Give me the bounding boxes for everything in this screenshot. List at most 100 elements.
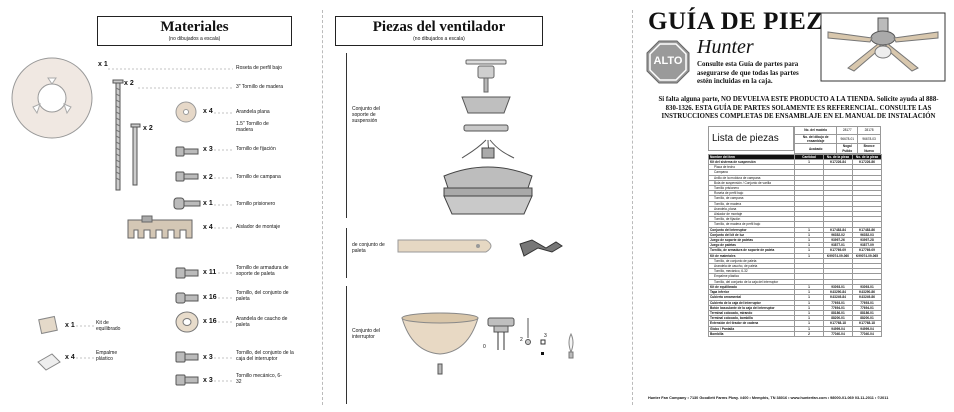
bulb-icon	[568, 332, 574, 359]
canopy-screw-icon	[175, 171, 199, 182]
parts-list-cell-p2: 88186-01	[852, 309, 882, 317]
switch-marker-3: 3	[544, 333, 547, 339]
materials-subtitle: (no dibujados a escala)	[168, 36, 221, 42]
panel-separator-1	[322, 10, 323, 405]
label-machine-screw: Tornillo mecánico, 6-32	[236, 373, 282, 385]
balancing-kit-icon	[38, 315, 58, 335]
parts-list-row: Anillo de la moldura de campana	[708, 174, 882, 181]
fan-blade-icon	[397, 239, 492, 253]
parts-list-cell-name: Bombilla	[708, 330, 795, 337]
label-balancing-kit: Kit de equilibrado	[96, 320, 121, 332]
blade-screw-icon	[175, 292, 199, 304]
parts-list-cell-p2: 77694-01	[852, 304, 882, 311]
qty-set-screw: x 3	[203, 146, 213, 153]
fan-parts-subtitle: (no dibujados a escala)	[413, 36, 465, 42]
parts-list-cell-p2: K99074-09-065	[852, 252, 882, 259]
label-mounting-isolator: Aislador de montaje	[236, 224, 281, 230]
qty-rubber-washer: x 16	[203, 318, 217, 325]
parts-list-meta-cell: No. del dibujo de ensamblaje	[793, 133, 838, 145]
ceiling-fan-illustration	[820, 12, 946, 82]
parts-list-meta-cell: 96678-01	[836, 133, 859, 145]
fan-parts-title: Piezas del ventilador	[372, 19, 506, 35]
parts-list-row: Botón basculante de la caja del interrup…	[708, 304, 882, 311]
rosette-icon	[11, 57, 93, 139]
captive-screw-icon	[173, 197, 201, 210]
label-canopy-screw: Tornillo de campana	[236, 174, 281, 180]
motor-housing-icon	[443, 139, 533, 215]
qty-flat-washer: x 4	[203, 108, 213, 115]
parts-list-cell-p2: 93877-09	[852, 242, 882, 249]
qty-switch-housing-screw: x 3	[203, 354, 213, 361]
panel-separator-2	[632, 10, 633, 405]
label-blade-bracket-screw: Tornillo de armadura de soporte de palet…	[236, 265, 289, 277]
guide-intro: Consulte esta Guía de partes para asegur…	[697, 60, 799, 85]
parts-list-cell-p2: 96352-03	[852, 231, 882, 239]
parts-list-row: Tornillo, de madera de perfil bajo	[708, 221, 882, 228]
light-globe-icon	[401, 312, 479, 355]
terminal-icon	[540, 339, 546, 345]
footer: Hunter Fan Company • 7130 Goodlett Farms…	[648, 396, 889, 400]
label-rosette: Roseta de perfil bajo	[236, 65, 282, 71]
parts-list-cell-p2: K17769-09	[852, 247, 882, 254]
label-plastic-splice: Empalme plástico	[96, 350, 118, 362]
fan-parts-illustrations	[397, 59, 574, 375]
parts-list-meta-cell: Acabado	[793, 143, 838, 154]
canopy-trim-ring-icon	[463, 124, 509, 132]
finial-icon	[437, 363, 443, 375]
machine-screw-icon	[175, 374, 199, 386]
parts-list-cell-p1: 77040-04	[823, 330, 853, 337]
parts-list-cell-p2: 77693-01	[852, 299, 882, 306]
qty-balancing-kit: x 1	[65, 322, 75, 329]
parts-list-cell-qty: 2	[794, 330, 824, 337]
wood-screw-3in-icon	[112, 79, 124, 191]
group-label-hanger: Conjunto del soporte de suspensión	[352, 106, 381, 124]
blade-bracket-screw-icon	[175, 267, 199, 279]
parts-list-cell-p2: K17768-18	[852, 320, 882, 327]
switch-marker-0: 0	[483, 344, 486, 350]
group-bracket-hanger	[346, 53, 347, 218]
switch-housing-icon	[487, 317, 515, 350]
label-wood-screw-1-5in: 1.5" Tornillo de madera	[236, 121, 269, 133]
materials-title-box: Materiales (no dibujados a escala)	[97, 16, 292, 46]
label-captive-screw: Tornillo prisionero	[236, 201, 276, 207]
terminal-icon-2	[541, 352, 544, 355]
group-bracket-blade	[346, 228, 347, 278]
flat-washer-icon	[175, 101, 197, 123]
qty-plastic-splice: x 4	[65, 354, 75, 361]
label-flat-washer: Arandela plana	[236, 109, 270, 115]
mounting-isolator-icon	[127, 215, 193, 239]
canopy-icon	[461, 96, 511, 114]
label-switch-housing-screw: Tornillo, del conjunto de la caja del in…	[236, 350, 294, 362]
group-bracket-switch	[346, 286, 347, 404]
parts-list-cell-p2: K43249-86	[852, 294, 882, 301]
qty-wood-screw-1-5in: x 2	[143, 125, 153, 132]
wood-screw-1-5in-icon	[130, 123, 141, 186]
materials-illustrations	[11, 57, 233, 386]
plastic-splice-icon	[37, 353, 61, 371]
group-label-switch: Conjunto del interruptor	[352, 328, 381, 340]
col-header-part2: No. de la pieza	[852, 153, 882, 161]
brand-logo: Hunter	[697, 36, 754, 58]
materials-title: Materiales	[160, 19, 229, 35]
parts-list-cell-p2: 77040-04	[852, 330, 882, 337]
ceiling-plate-icon	[465, 59, 507, 65]
parts-list-cell-p2: 88200-01	[852, 315, 882, 322]
parts-list-cell-p2: K17226-86	[852, 158, 882, 166]
parts-list-cell-p2: 93997-28	[852, 237, 882, 244]
parts-list-meta-cell: Bronce Nuevo	[857, 143, 881, 154]
switch-marker-2: 2	[520, 337, 523, 343]
qty-captive-screw: x 1	[203, 200, 213, 207]
qty-canopy-screw: x 2	[203, 174, 213, 181]
qty-blade-screw: x 16	[203, 294, 217, 301]
